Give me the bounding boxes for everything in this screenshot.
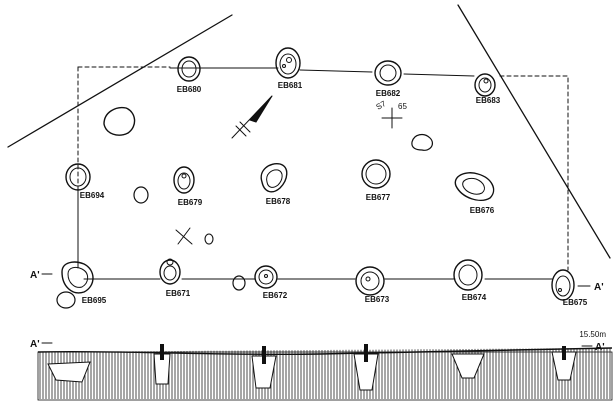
post-hole-eb673: [355, 266, 385, 296]
section-marker-right: A': [594, 282, 604, 293]
pit-small: [133, 186, 149, 204]
pit-small: [411, 133, 434, 151]
label-eb678: EB678: [266, 197, 291, 206]
building-outline-dashed: [77, 66, 569, 271]
profile-marker-left: A': [30, 339, 40, 350]
post-hole-eb675: [551, 269, 575, 301]
elevation-label: 15.50m: [579, 330, 606, 339]
label-eb683: EB683: [476, 96, 501, 105]
wall-line-top: [169, 67, 475, 77]
label-eb677: EB677: [366, 193, 391, 202]
post-hole-eb681: [275, 47, 301, 79]
label-eb672: EB672: [263, 291, 288, 300]
post-hole-eb676: [454, 172, 495, 202]
post-hole-eb679: [173, 166, 195, 194]
section-marker-left: A': [30, 270, 40, 281]
label-eb694: EB694: [80, 191, 105, 200]
post-hole-eb695: [56, 261, 94, 309]
label-eb671: EB671: [166, 289, 191, 298]
post-hole-eb672: [254, 265, 278, 289]
post-hole-eb674: [453, 259, 483, 291]
label-eb695: EB695: [82, 296, 107, 305]
north-label-1: S7: [375, 99, 388, 112]
label-eb676: EB676: [470, 206, 495, 215]
post-hole-eb678: [260, 163, 288, 193]
north-arrow-icon: [231, 95, 273, 139]
post-hole-labels: EB680 EB681 EB682 EB683 EB694 EB679 EB67…: [80, 81, 588, 307]
north-label-2: 65: [398, 102, 407, 111]
survey-cross: [381, 107, 403, 129]
label-eb681: EB681: [278, 81, 303, 90]
pit-small: [204, 233, 214, 245]
post-hole-eb694: [65, 163, 91, 191]
label-eb673: EB673: [365, 295, 390, 304]
pit-unlabeled: [103, 106, 136, 136]
pit-small: [232, 275, 246, 291]
section-profile: [37, 344, 613, 401]
trench-edge-left: [7, 14, 233, 148]
label-eb675: EB675: [563, 298, 588, 307]
label-eb682: EB682: [376, 89, 401, 98]
post-hole-eb680: [177, 56, 201, 82]
post-hole-eb682: [374, 60, 402, 86]
label-eb679: EB679: [178, 198, 203, 207]
label-eb680: EB680: [177, 85, 202, 94]
post-hole-eb671: [159, 258, 181, 285]
trench-edge-right: [457, 4, 611, 259]
survey-cross: [175, 227, 193, 245]
post-hole-eb683: [474, 73, 496, 97]
label-eb674: EB674: [462, 293, 487, 302]
profile-marker-right: A': [595, 342, 605, 353]
post-hole-eb677: [361, 159, 391, 189]
